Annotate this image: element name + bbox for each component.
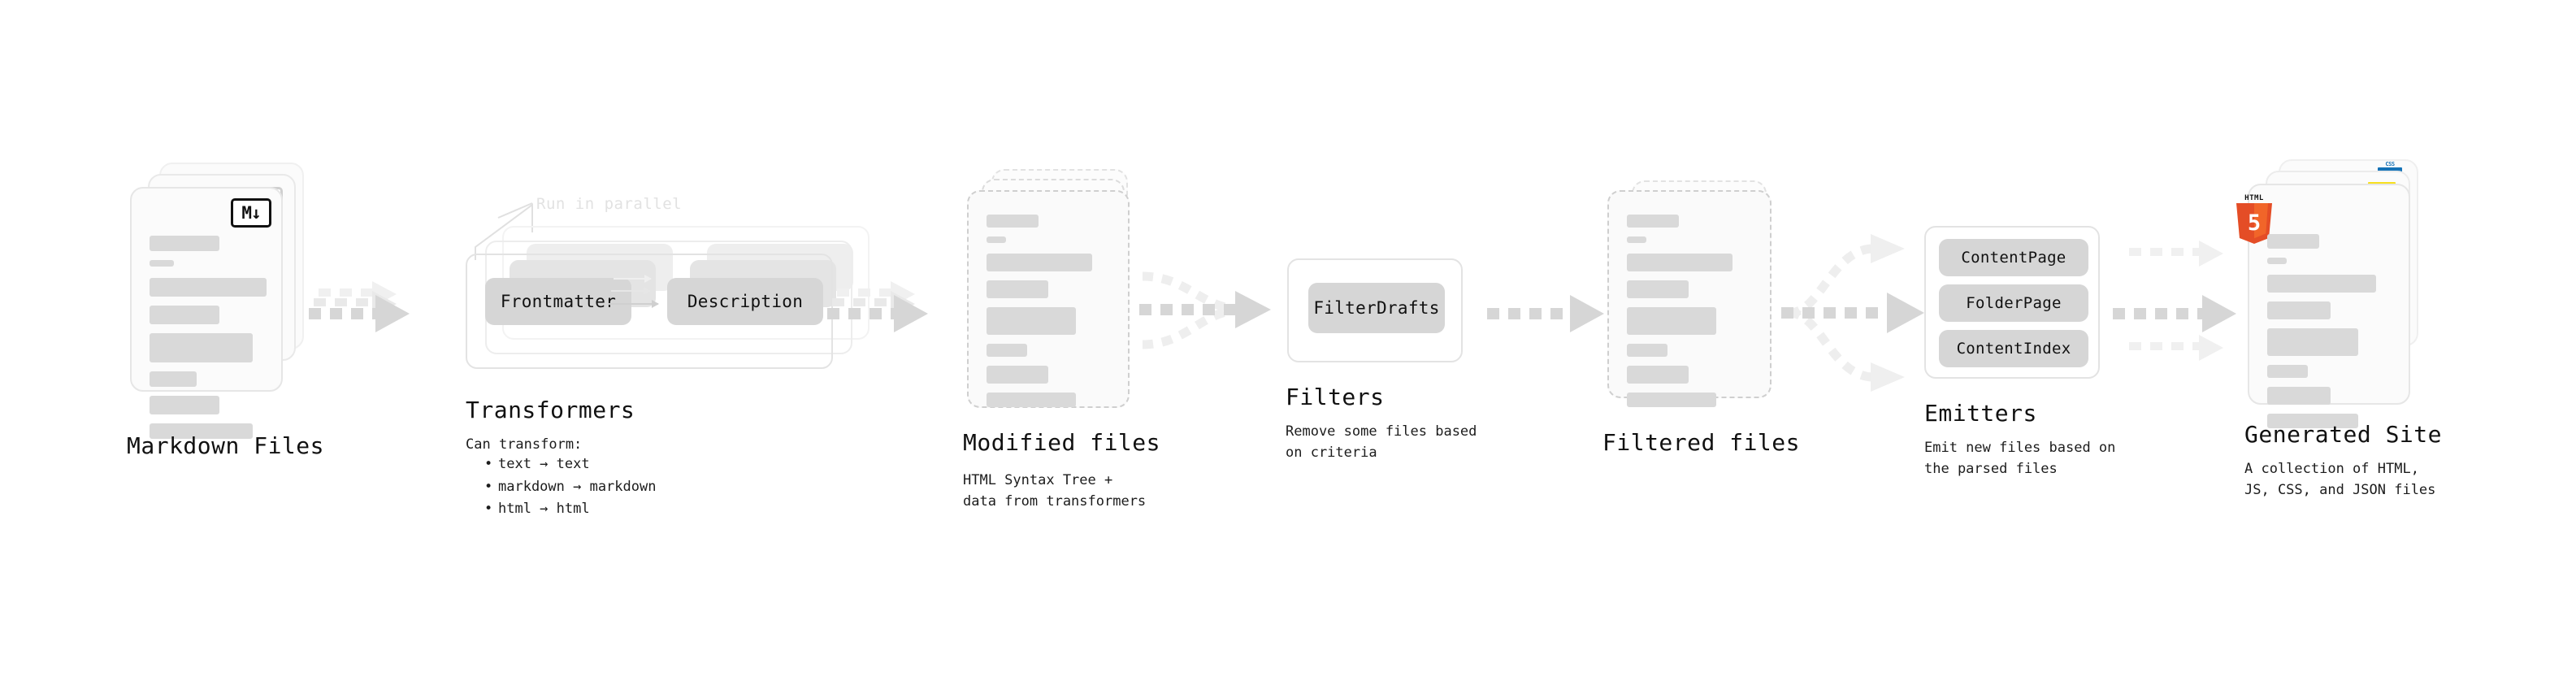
skeleton-bar xyxy=(150,236,219,251)
skeleton-bar xyxy=(1627,393,1716,407)
emitter-pill-folderpage[interactable]: FolderPage xyxy=(1939,284,2088,322)
skeleton-bar xyxy=(1627,254,1733,271)
filtered-files-stack xyxy=(1607,180,1786,440)
skeleton-bar xyxy=(987,280,1048,298)
modified-files-subtitle: HTML Syntax Tree + data from transformer… xyxy=(963,472,1147,510)
flow-arrow-markdown-to-transformers xyxy=(309,295,423,332)
flow-arrow-emitters-to-site-top xyxy=(2129,241,2243,267)
flow-arrow-transformers-to-modified xyxy=(827,295,941,332)
skeleton-bar xyxy=(1627,215,1679,228)
transformer-inner-arrow-ghost2 xyxy=(614,275,652,283)
generated-site-subtitle: A collection of HTML, JS, CSS, and JSON … xyxy=(2244,461,2436,499)
skeleton-bar xyxy=(987,393,1076,407)
skeleton-bar xyxy=(2267,387,2331,405)
emitters-group: ContentPage FolderPage ContentIndex xyxy=(1924,226,2100,379)
skeleton-bar xyxy=(987,366,1048,384)
markdown-badge: M↓ xyxy=(231,198,271,228)
html5-badge: HTML 5 xyxy=(2236,194,2272,245)
transformer-pill-frontmatter[interactable]: Frontmatter xyxy=(485,278,631,325)
skeleton-lines xyxy=(150,236,267,448)
skeleton-bar xyxy=(987,307,1076,335)
modified-files-stack xyxy=(967,169,1146,437)
skeleton-bar xyxy=(150,306,219,324)
skeleton-bar xyxy=(2267,275,2376,293)
emitters-subtitle: Emit new files based on the parsed files xyxy=(1924,440,2116,478)
skeleton-bar xyxy=(987,236,1006,243)
filters-subtitle: Remove some files based on criteria xyxy=(1286,423,1477,462)
skeleton-bar xyxy=(1627,307,1716,335)
skeleton-lines xyxy=(2267,234,2391,437)
flow-arrow-emitters-to-site-bottom xyxy=(2129,335,2243,361)
skeleton-bar xyxy=(150,278,267,297)
skeleton-lines xyxy=(1627,215,1752,416)
transformers-group: Frontmatter Description xyxy=(466,254,833,369)
transformer-inner-arrow-ghost1 xyxy=(611,287,651,295)
filters-group: FilterDrafts xyxy=(1287,258,1463,362)
skeleton-bar xyxy=(2267,365,2308,378)
skeleton-bar xyxy=(1627,366,1689,384)
transformer-bullet: html → html xyxy=(484,498,656,521)
run-in-parallel-note: Run in parallel xyxy=(536,195,683,213)
transformer-bullet: markdown → markdown xyxy=(484,476,657,499)
skeleton-bar xyxy=(987,254,1092,271)
skeleton-bar xyxy=(2267,258,2287,264)
skeleton-bar xyxy=(987,344,1027,357)
flow-fanout-filtered-to-emitters xyxy=(1781,234,1944,392)
stage-title-emitters: Emitters xyxy=(1924,400,2037,427)
skeleton-bar xyxy=(1627,344,1667,357)
transformers-subtitle: Can transform: xyxy=(466,436,583,453)
transformers-bullet-list: text → text markdown → markdown html → h… xyxy=(482,453,657,521)
transformer-bullet: text → text xyxy=(484,453,656,476)
flow-arrow-emitters-to-site-mid xyxy=(2113,295,2251,332)
flow-arrow-filters-to-filtered xyxy=(1487,295,1617,332)
stage-title-filters: Filters xyxy=(1286,384,1385,410)
skeleton-bar xyxy=(2267,414,2358,428)
skeleton-bar xyxy=(2267,301,2331,319)
skeleton-bar xyxy=(150,260,174,267)
emitter-pill-contentindex[interactable]: ContentIndex xyxy=(1939,330,2088,367)
filtered-file-card-front xyxy=(1607,190,1772,407)
skeleton-lines xyxy=(987,215,1110,416)
modified-file-card-front xyxy=(967,190,1130,408)
skeleton-bar xyxy=(1627,236,1646,243)
flow-fanin-modified-to-filters xyxy=(1138,267,1284,356)
skeleton-bar xyxy=(1627,280,1689,298)
skeleton-bar xyxy=(987,215,1039,228)
transformer-inner-arrow xyxy=(608,300,659,308)
markdown-file-card-front: M↓ xyxy=(130,187,283,439)
skeleton-bar xyxy=(150,333,253,362)
skeleton-bar xyxy=(150,423,253,439)
skeleton-bar xyxy=(150,371,197,387)
emitter-pill-contentpage[interactable]: ContentPage xyxy=(1939,239,2088,276)
skeleton-bar xyxy=(2267,328,2358,356)
filter-pill-filterdrafts[interactable]: FilterDrafts xyxy=(1308,283,1445,333)
stage-title-filtered-files: Filtered files xyxy=(1602,429,1801,456)
skeleton-bar xyxy=(150,396,219,414)
stage-title-markdown-files: Markdown Files xyxy=(127,432,325,459)
skeleton-bar xyxy=(2267,234,2319,249)
stage-title-transformers: Transformers xyxy=(466,397,635,423)
stage-title-generated-site: Generated Site xyxy=(2244,421,2443,448)
stage-title-modified-files: Modified files xyxy=(963,429,1161,456)
markdown-files-stack: M↓ M↓ M↓ xyxy=(130,163,309,439)
transformer-pill-description[interactable]: Description xyxy=(667,278,823,325)
generated-site-stack: CSS HTML 5 xyxy=(2236,159,2443,436)
site-file-card-html: HTML 5 xyxy=(2236,184,2410,428)
